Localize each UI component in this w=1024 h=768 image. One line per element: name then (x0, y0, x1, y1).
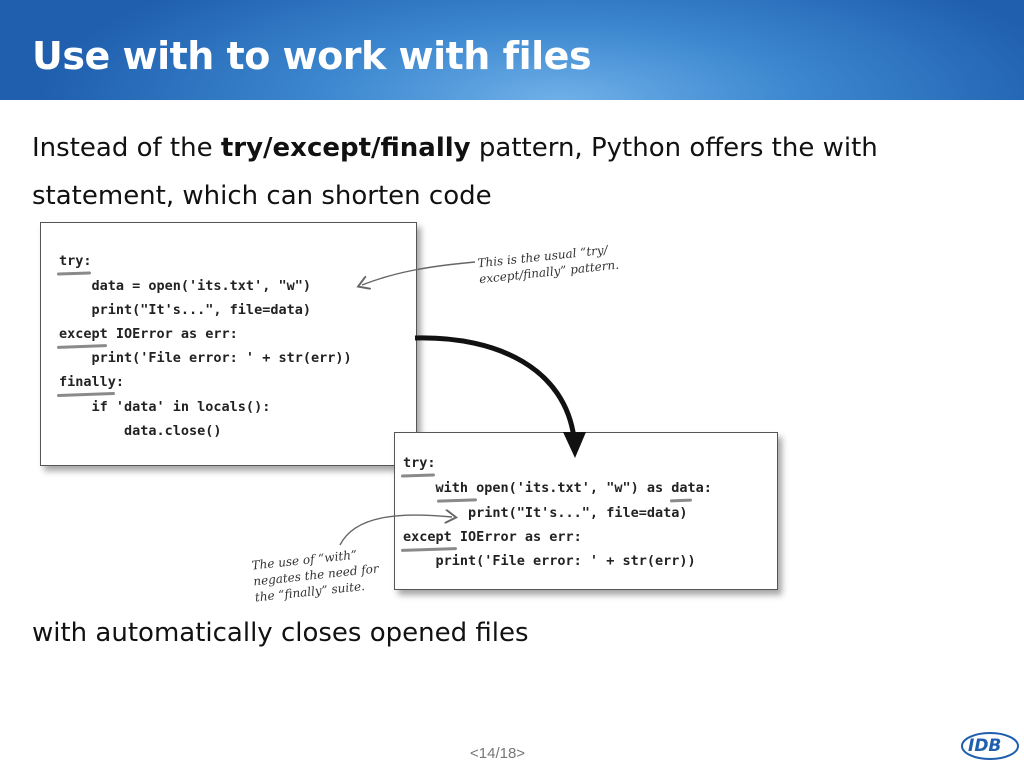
intro-text-start: Instead of the (32, 133, 221, 163)
code-box-try-finally: try: data = open('its.txt', "w") print("… (40, 222, 417, 466)
code-line: print('File error: ' + str(err)) (403, 553, 696, 569)
code-line: try: (403, 455, 436, 471)
slide-title: Use with to work with files (32, 34, 592, 78)
intro-text-bold: try/except/finally (220, 133, 471, 163)
idb-logo-icon: IDB (961, 732, 1019, 760)
code-line: with open('its.txt', "w") as data: (403, 480, 712, 496)
conclusion-text: with automatically closes opened files (32, 618, 529, 648)
intro-paragraph: Instead of the try/except/finally patter… (32, 124, 992, 220)
note-arrow-top (362, 261, 476, 285)
code-line: if 'data' in locals(): (59, 399, 271, 415)
code-line: data = open('its.txt', "w") (59, 278, 311, 294)
code-line: try: (59, 253, 92, 269)
transform-arrow (414, 335, 577, 439)
code-line: print('File error: ' + str(err)) (59, 350, 352, 366)
code-line: print("It's...", file=data) (59, 302, 311, 318)
code-line: finally: (59, 374, 125, 390)
code-line: print("It's...", file=data) (403, 505, 688, 521)
arrow-head-icon (563, 432, 586, 458)
svg-text:IDB: IDB (968, 736, 1001, 756)
code-line: except IOError as err: (403, 529, 582, 545)
page-number: <14/18> (470, 745, 526, 762)
title-bar: Use with to work with files (0, 0, 1024, 100)
code-line: except IOError as err: (59, 326, 238, 342)
intro-text-end: pattern, Python offers the with statemen… (32, 133, 878, 211)
note-arrow-bottom (339, 515, 452, 546)
code-line: data.close() (59, 423, 222, 439)
